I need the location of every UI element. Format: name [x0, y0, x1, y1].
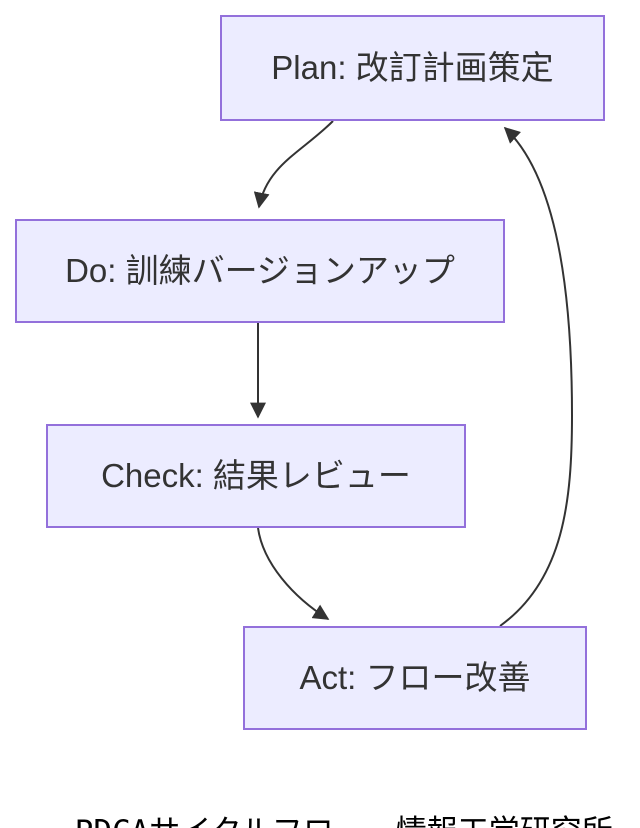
node-act: Act: フロー改善	[243, 626, 587, 730]
node-do-label: Do: 訓練バージョンアップ	[65, 252, 455, 290]
node-plan: Plan: 改訂計画策定	[220, 15, 605, 121]
node-check-label: Check: 結果レビュー	[101, 457, 411, 495]
edge-check-to-act	[257, 527, 330, 620]
node-act-label: Act: フロー改善	[299, 659, 531, 697]
edge-plan-to-do	[253, 120, 334, 209]
edge-act-to-plan	[499, 126, 574, 627]
diagram-caption: PDCAサイクルフロー 情報工学研究所	[0, 770, 613, 828]
node-plan-label: Plan: 改訂計画策定	[271, 49, 554, 87]
diagram-caption-text: PDCAサイクルフロー 情報工学研究所	[75, 806, 613, 828]
node-do: Do: 訓練バージョンアップ	[15, 219, 505, 323]
node-check: Check: 結果レビュー	[46, 424, 466, 528]
